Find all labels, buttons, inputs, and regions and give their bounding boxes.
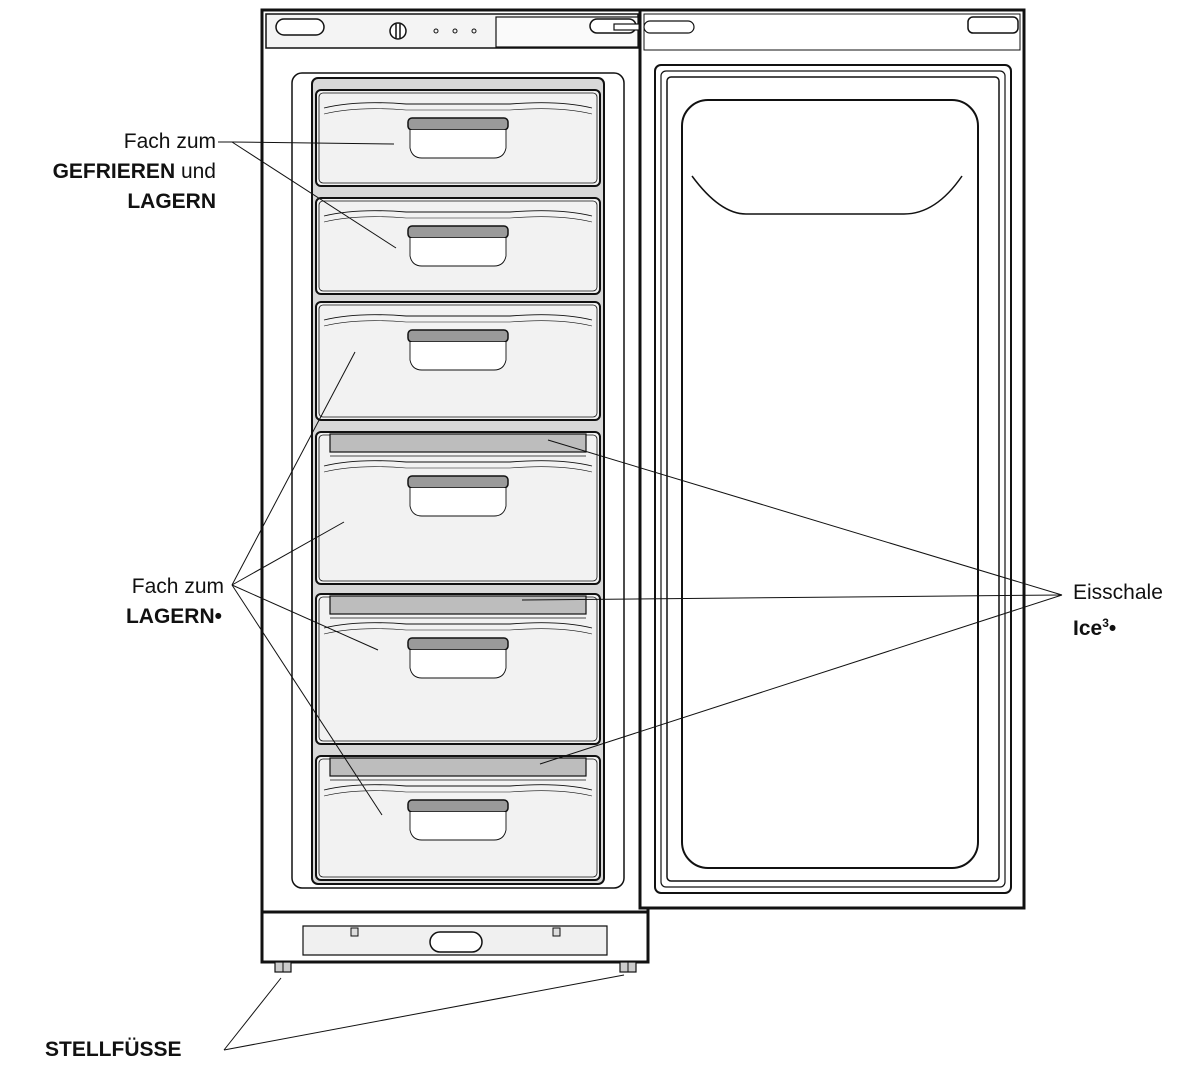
leader-freeze-2 — [231, 141, 397, 249]
label-ice-tray: Eisschale Ice3• — [1073, 578, 1163, 644]
panel-slot-left — [275, 18, 325, 36]
label-ice-tray-line1: Eisschale — [1073, 581, 1163, 604]
drawer-1[interactable] — [315, 89, 601, 187]
drawer-4[interactable] — [315, 431, 601, 585]
label-store-line1: Fach zum — [131, 575, 224, 598]
label-freeze-store-rest: und — [180, 160, 216, 183]
label-store: Fach zum LAGERN• — [125, 572, 224, 632]
label-feet: STELLFÜSSE — [45, 1035, 182, 1065]
drawer-handle-icon[interactable] — [407, 117, 509, 131]
label-freeze-store-line1: Fach zum — [123, 130, 216, 153]
door-liner — [681, 99, 979, 869]
label-ice-tray-sup: 3 — [1102, 616, 1109, 630]
drawer-6[interactable] — [315, 755, 601, 881]
drawer-handle-icon[interactable] — [407, 475, 509, 489]
leader-feet-1 — [223, 977, 282, 1051]
door-liner-recess — [691, 175, 963, 215]
leader-store-2 — [231, 521, 345, 586]
indicator-light-1 — [433, 28, 439, 34]
leader-ice-2 — [521, 594, 1063, 601]
label-ice-tray-bold: Ice — [1073, 617, 1103, 640]
drawer-handle-icon[interactable] — [407, 329, 509, 343]
drawer-handle-icon[interactable] — [407, 799, 509, 813]
leader-store-3 — [231, 584, 379, 651]
leader-store-4 — [231, 584, 383, 816]
drawer-handle-icon[interactable] — [407, 637, 509, 651]
label-feet-text: STELLFÜSSE — [45, 1038, 182, 1061]
indicator-light-2 — [452, 28, 458, 34]
leader-store-1 — [231, 351, 356, 586]
ice-tray-4[interactable] — [329, 433, 587, 453]
label-freeze-store: Fach zum GEFRIEREN und LAGERN — [53, 127, 216, 217]
drawer-5[interactable] — [315, 593, 601, 745]
label-freeze-store-line3: LAGERN — [127, 190, 216, 213]
drawer-3[interactable] — [315, 301, 601, 421]
leader-ice-1 — [547, 439, 1063, 596]
door-handle-slot — [967, 16, 1019, 34]
drawer-2[interactable] — [315, 197, 601, 295]
label-store-line2: LAGERN• — [125, 605, 222, 628]
label-freeze-store-bold: GEFRIEREN — [52, 160, 176, 183]
kick-plate-grip — [429, 931, 483, 953]
leader-ice-3 — [539, 594, 1063, 765]
indicator-light-3 — [471, 28, 477, 34]
drawer-handle-icon[interactable] — [407, 225, 509, 239]
ice-tray-5[interactable] — [329, 595, 587, 615]
label-ice-tray-tail: • — [1108, 617, 1117, 640]
thermostat-knob-icon — [389, 22, 407, 40]
ice-tray-6[interactable] — [329, 757, 587, 777]
leader-feet-2 — [223, 974, 625, 1051]
